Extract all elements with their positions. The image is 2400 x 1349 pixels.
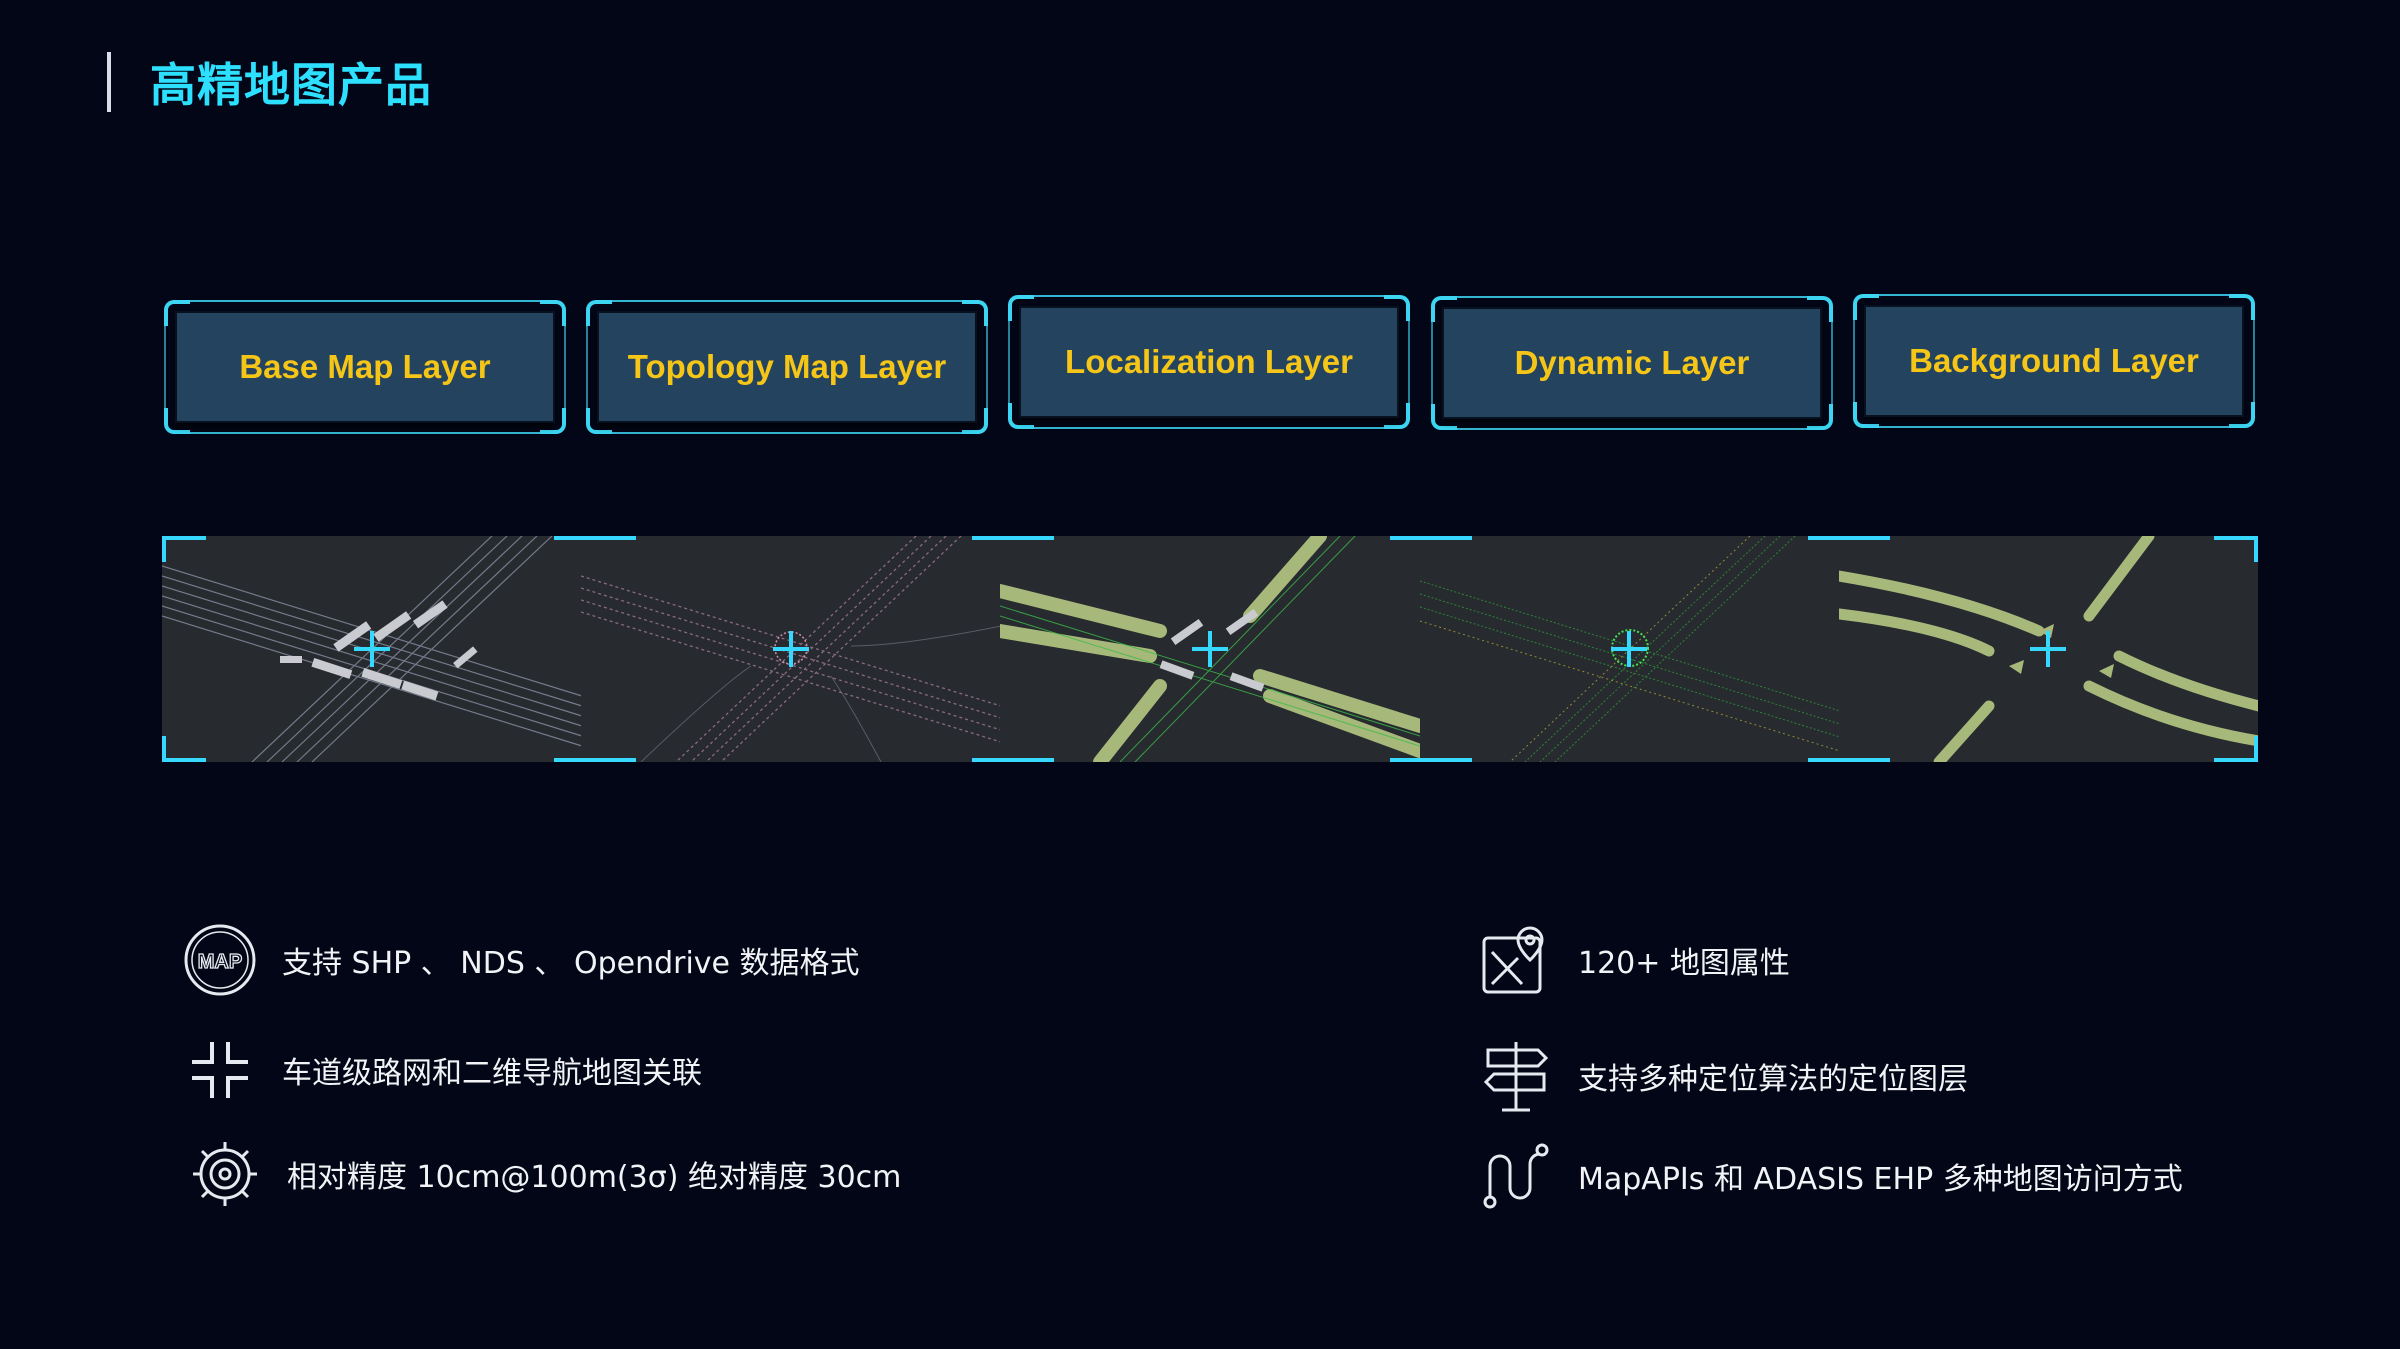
feature-item-access-methods: MapAPIs 和 ADASIS EHP 多种地图访问方式: [1478, 1138, 2183, 1214]
strip-bracket: [1390, 736, 1472, 762]
feature-text: MapAPIs 和 ADASIS EHP 多种地图访问方式: [1578, 1162, 2183, 1197]
crosshair-icon: [1192, 631, 1228, 667]
crosshair-icon: [2030, 631, 2067, 667]
feature-text: 支持多种定位算法的定位图层: [1578, 1062, 1968, 1097]
strip-bracket: [1808, 736, 1890, 762]
feature-text: 车道级路网和二维导航地图关联: [282, 1056, 702, 1091]
feature-item-attributes: 120+ 地图属性: [1478, 922, 1790, 998]
strip-bracket: [1808, 536, 1890, 562]
intersection-wireframe-image: [162, 536, 582, 762]
signpost-icon: [1478, 1038, 1554, 1114]
layer-box-background[interactable]: Background Layer: [1853, 294, 2255, 428]
map-preview-base[interactable]: [162, 536, 582, 762]
strip-bracket: [162, 736, 206, 762]
feature-item-precision: 相对精度 10cm@100m(3σ) 绝对精度 30cm: [187, 1136, 901, 1212]
map-preview-topology[interactable]: [581, 536, 1001, 762]
layer-label: Background Layer: [1909, 342, 2199, 379]
layer-box-localization[interactable]: Localization Layer: [1008, 295, 1410, 429]
crosshair-icon: [772, 631, 809, 667]
feature-item-localization-layer: 支持多种定位算法的定位图层: [1478, 1038, 1968, 1114]
lane-network-icon: [182, 1032, 258, 1108]
layer-label: Localization Layer: [1065, 343, 1353, 380]
feature-item-lane-network: 车道级路网和二维导航地图关联: [182, 1032, 702, 1108]
map-pin-icon: [1478, 922, 1554, 998]
strip-bracket: [554, 736, 636, 762]
precision-gear-icon: [187, 1136, 263, 1212]
strip-bracket: [162, 536, 206, 562]
layer-label: Dynamic Layer: [1514, 344, 1750, 381]
strip-bracket: [2214, 736, 2258, 762]
strip-bracket: [2214, 536, 2258, 562]
route-icon: [1478, 1138, 1554, 1214]
intersection-topology-image: [581, 536, 1001, 762]
layer-box-base-map[interactable]: Base Map Layer: [164, 300, 566, 434]
map-badge-icon: MAP: [182, 922, 258, 998]
layer-box-dynamic[interactable]: Dynamic Layer: [1431, 296, 1833, 430]
feature-text: 120+ 地图属性: [1578, 946, 1790, 981]
svg-text:MAP: MAP: [198, 951, 242, 973]
layer-label: Base Map Layer: [239, 348, 491, 385]
title-accent-bar: [107, 52, 111, 112]
intersection-localization-image: [1000, 536, 1420, 762]
strip-bracket: [972, 736, 1054, 762]
strip-bracket: [1390, 536, 1472, 562]
feature-text: 相对精度 10cm@100m(3σ) 绝对精度 30cm: [287, 1160, 902, 1195]
feature-text: 支持 SHP 、 NDS 、 Opendrive 数据格式: [282, 946, 860, 981]
intersection-background-image: [1838, 536, 2259, 762]
page-title: 高精地图产品: [150, 58, 432, 112]
map-preview-localization[interactable]: [1000, 536, 1420, 762]
map-preview-dynamic[interactable]: [1419, 536, 1839, 762]
layer-box-topology-map[interactable]: Topology Map Layer: [586, 300, 988, 434]
strip-bracket: [554, 536, 636, 562]
layer-label: Topology Map Layer: [627, 348, 947, 385]
feature-item-data-formats: MAP 支持 SHP 、 NDS 、 Opendrive 数据格式: [182, 922, 860, 998]
crosshair-icon: [1611, 631, 1648, 667]
crosshair-icon: [353, 631, 390, 667]
strip-bracket: [972, 536, 1054, 562]
map-preview-strip: [162, 536, 2259, 762]
map-preview-background[interactable]: [1838, 536, 2259, 762]
